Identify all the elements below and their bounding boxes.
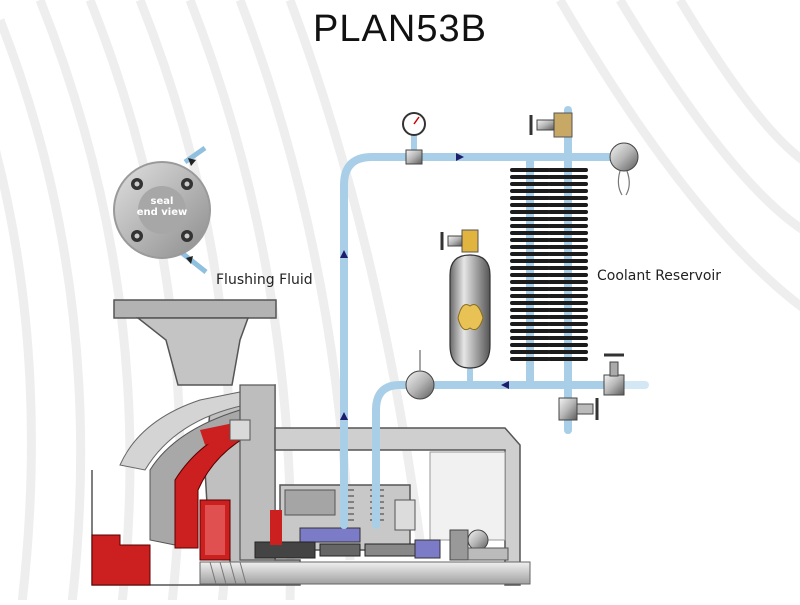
diagram-title: PLAN53B — [313, 8, 487, 50]
seal-end-view-line1: seal — [150, 196, 174, 207]
flushing-fluid-label: Flushing Fluid — [216, 272, 313, 288]
pump-casing — [91, 299, 531, 586]
top-right-fitting — [609, 142, 639, 196]
cooling-fins — [510, 168, 588, 361]
bladder-accumulator — [440, 229, 491, 369]
top-valve-icon — [529, 112, 573, 138]
pressure-gauge-icon — [402, 112, 426, 165]
seal-end-view-label: seal end view — [128, 196, 196, 218]
right-valve-icon — [603, 353, 625, 396]
seal-end-view-line2: end view — [136, 207, 188, 218]
seal-end-view — [113, 145, 211, 274]
flow-arrows — [340, 153, 509, 420]
coolant-reservoir-label: Coolant Reservoir — [597, 268, 722, 284]
drain-valve-icon — [558, 397, 599, 421]
return-fitting — [405, 350, 435, 400]
